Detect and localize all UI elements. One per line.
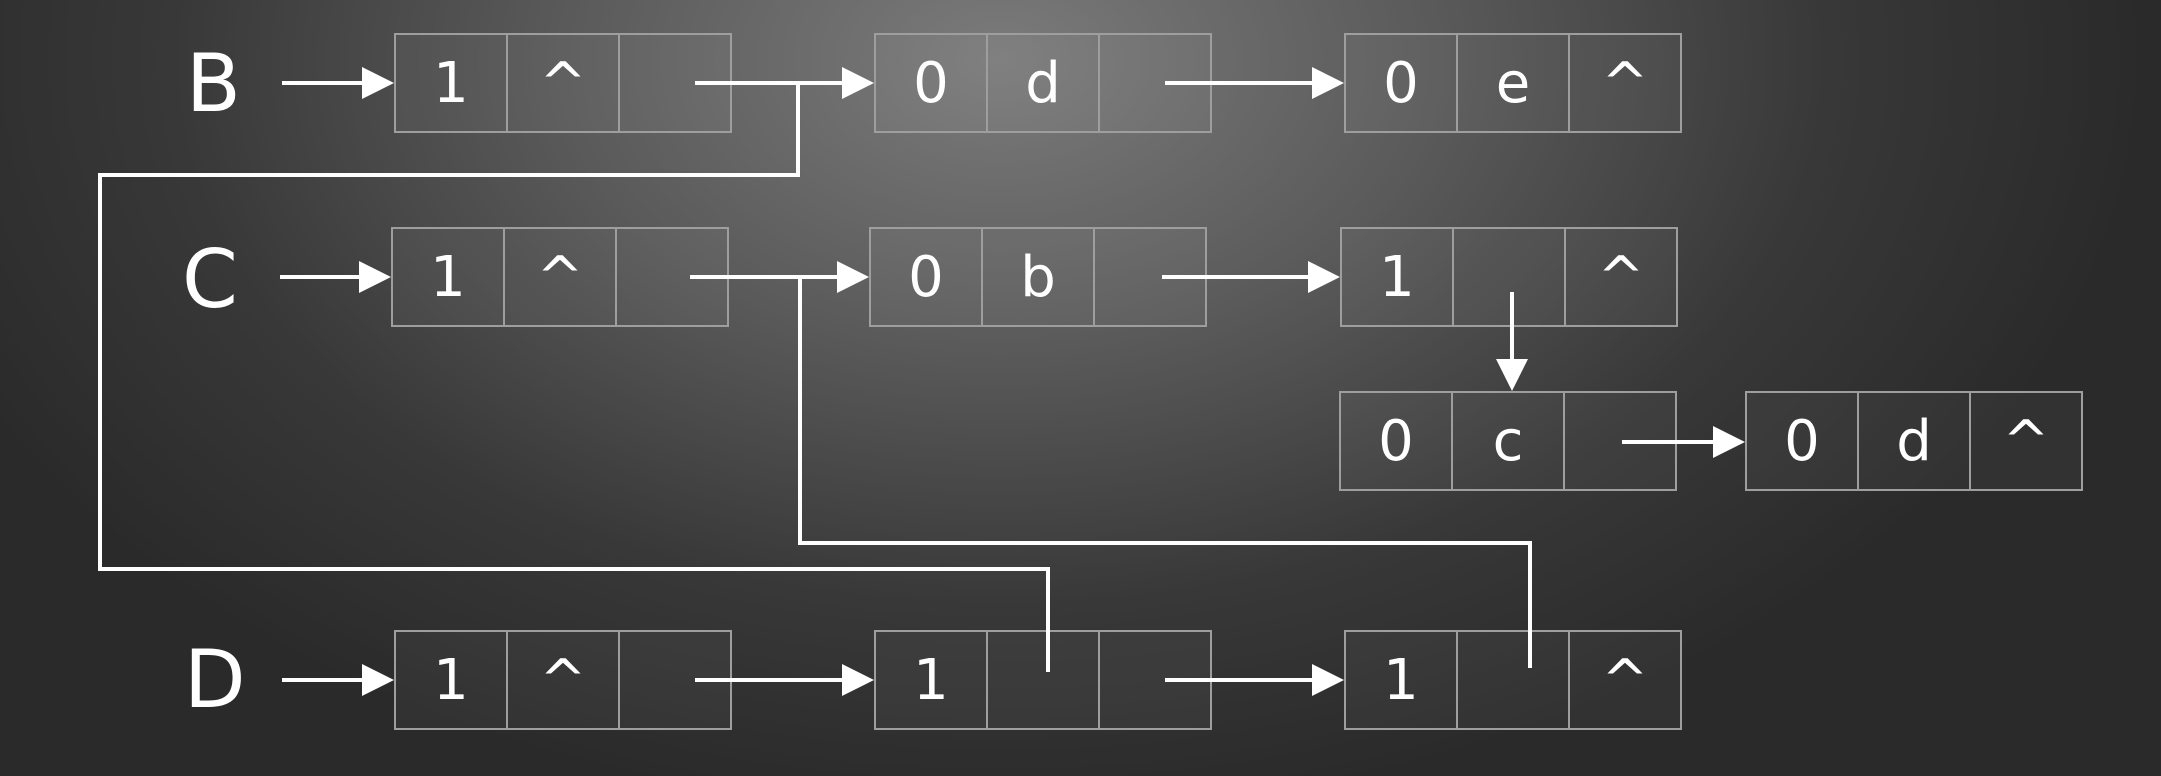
- list-node-c2: 0 b: [869, 227, 1207, 327]
- tag-cell: 1: [874, 630, 988, 730]
- value-cell: b: [981, 227, 1095, 327]
- value-cell: [1456, 630, 1570, 730]
- list-node-c1: 1 ^: [391, 227, 729, 327]
- head-label-d: D: [184, 633, 246, 726]
- tag-cell: 0: [1344, 33, 1458, 133]
- list-node-d2: 1: [874, 630, 1212, 730]
- tag-cell: 0: [1339, 391, 1453, 491]
- value-cell: c: [1451, 391, 1565, 491]
- head-label-c: C: [182, 233, 238, 326]
- next-cell: ^: [1564, 227, 1678, 327]
- list-node-c5: 0 d ^: [1745, 391, 2083, 491]
- tag-cell: 1: [1340, 227, 1454, 327]
- next-cell: [618, 630, 732, 730]
- head-label-b: B: [186, 37, 241, 130]
- tag-cell: 0: [869, 227, 983, 327]
- list-node-d1: 1 ^: [394, 630, 732, 730]
- value-cell: [1452, 227, 1566, 327]
- next-cell: ^: [1568, 630, 1682, 730]
- list-node-b2: 0 d: [874, 33, 1212, 133]
- list-node-b3: 0 e ^: [1344, 33, 1682, 133]
- next-cell: [1098, 630, 1212, 730]
- list-node-c4: 0 c: [1339, 391, 1677, 491]
- list-node-d3: 1 ^: [1344, 630, 1682, 730]
- value-cell: d: [1857, 391, 1971, 491]
- tag-cell: 0: [874, 33, 988, 133]
- list-node-c3: 1 ^: [1340, 227, 1678, 327]
- value-cell: d: [986, 33, 1100, 133]
- next-cell: ^: [1568, 33, 1682, 133]
- connector-d2-to-b: [98, 83, 1050, 672]
- list-node-b1: 1 ^: [394, 33, 732, 133]
- next-cell: [615, 227, 729, 327]
- tag-cell: 1: [394, 33, 508, 133]
- value-cell: ^: [506, 33, 620, 133]
- tag-cell: 1: [391, 227, 505, 327]
- value-cell: ^: [506, 630, 620, 730]
- value-cell: [986, 630, 1100, 730]
- next-cell: ^: [1969, 391, 2083, 491]
- value-cell: ^: [503, 227, 617, 327]
- tag-cell: 0: [1745, 391, 1859, 491]
- next-cell: [1563, 391, 1677, 491]
- tag-cell: 1: [1344, 630, 1458, 730]
- tag-cell: 1: [394, 630, 508, 730]
- value-cell: e: [1456, 33, 1570, 133]
- next-cell: [618, 33, 732, 133]
- next-cell: [1093, 227, 1207, 327]
- next-cell: [1098, 33, 1212, 133]
